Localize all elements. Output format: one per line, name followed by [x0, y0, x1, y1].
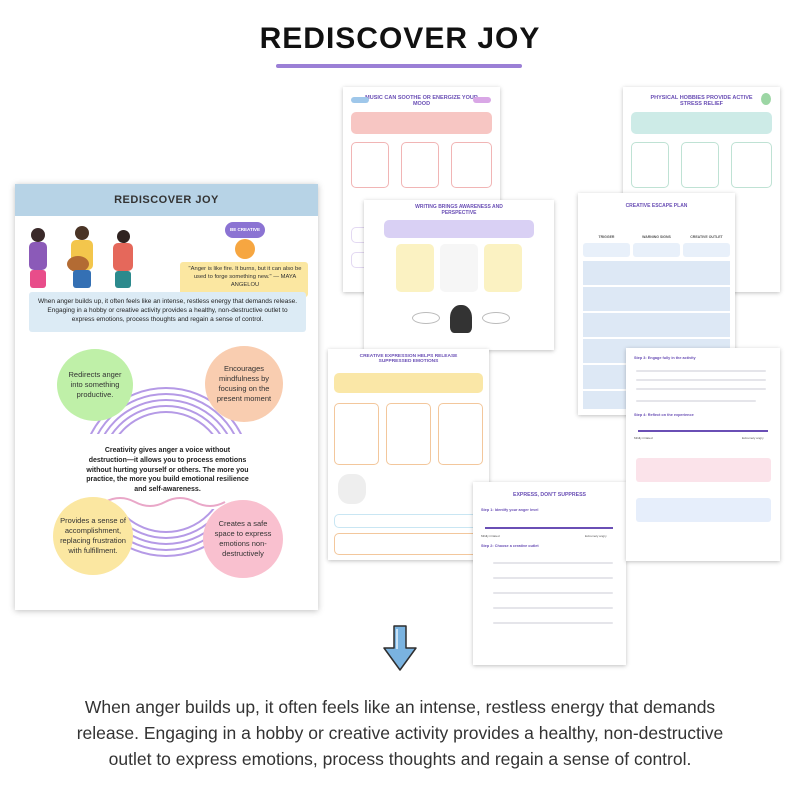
- page-heading: EXPRESS, DON'T SUPPRESS: [512, 492, 586, 498]
- page-heading: CREATIVE ESCAPE PLAN: [625, 203, 688, 209]
- option-line: [493, 622, 613, 624]
- info-card: [731, 142, 772, 188]
- text-line: [636, 400, 756, 402]
- quote-text: "Anger is like fire. It burns, but it ca…: [188, 266, 302, 288]
- page-title: REDISCOVER JOY: [259, 22, 541, 55]
- title-underline: [276, 64, 522, 68]
- step-heading: Step 3: Engage fully in the activity: [634, 356, 696, 360]
- info-card: [351, 112, 492, 134]
- preview-page-expression: CREATIVE EXPRESSION HELPS RELEASE SUPPRE…: [328, 349, 489, 560]
- quote-box: [180, 262, 308, 297]
- reflection-box: [636, 498, 771, 522]
- center-text: Creativity gives anger a voice without d…: [86, 447, 249, 494]
- be-creative-badge: [225, 222, 265, 238]
- preview-page-writing: WRITING BRINGS AWARENESS AND PERSPECTIVE: [364, 200, 554, 350]
- benefit-blob-productive: Redirects anger into something productiv…: [57, 349, 133, 421]
- info-card: [334, 373, 483, 393]
- option-line: [493, 577, 613, 579]
- person-icon: [29, 242, 47, 270]
- thought-bubble: [412, 312, 440, 324]
- plant-icon: [761, 93, 771, 105]
- guitar-icon: [67, 256, 89, 272]
- info-card: [334, 514, 483, 528]
- info-card: [631, 142, 669, 188]
- info-card: [386, 403, 431, 465]
- benefit-blob-accomplishment: Provides a sense of accomplishment, repl…: [53, 497, 133, 575]
- reflection-box: [636, 458, 771, 482]
- benefit-blob-mindfulness: Encourages mindfulness by focusing on th…: [205, 346, 283, 422]
- lightbulb-icon: [235, 239, 255, 259]
- keyboard-icon: [351, 97, 369, 103]
- table-header-warning: WARNING SIGNS: [642, 235, 671, 239]
- thought-bubble: [482, 312, 510, 324]
- option-line: [493, 592, 613, 594]
- keyboard-icon: [473, 97, 491, 103]
- preview-page-main: REDISCOVER JOY BE CREATIVE "Anger is lik…: [15, 184, 318, 610]
- intro-banner: [29, 292, 306, 332]
- page-heading: PHYSICAL HOBBIES PROVIDE ACTIVE STRESS R…: [650, 95, 753, 107]
- person-icon: [115, 271, 131, 288]
- anger-scale: [485, 527, 613, 529]
- info-card: [351, 142, 389, 188]
- info-card: [681, 142, 719, 188]
- person-icon: [31, 228, 45, 242]
- info-card: [396, 244, 434, 292]
- scale-label-right: Extremely angry: [742, 436, 764, 440]
- main-page-title: REDISCOVER JOY: [114, 194, 219, 206]
- option-line: [493, 562, 613, 564]
- person-icon: [117, 230, 130, 243]
- page-heading: WRITING BRINGS AWARENESS AND PERSPECTIVE: [415, 204, 503, 216]
- text-line: [636, 370, 766, 372]
- step-heading: Step 4: Reflect on the experience: [634, 413, 694, 417]
- scale-label-left: Mildly irritated: [634, 436, 653, 440]
- page-heading: CREATIVE EXPRESSION HELPS RELEASE SUPPRE…: [359, 354, 458, 364]
- option-line: [493, 607, 613, 609]
- artist-illustration: [338, 474, 366, 504]
- info-card: [334, 403, 379, 465]
- preview-page-steps: Step 3: Engage fully in the activity Ste…: [626, 348, 780, 561]
- table-header-outlet: CREATIVE OUTLET: [690, 235, 723, 239]
- info-card: [451, 142, 492, 188]
- scale-label-right: Extremely angry: [585, 534, 607, 538]
- info-card: [384, 220, 534, 238]
- arrow-down-icon: [383, 625, 417, 671]
- intro-text: When anger builds up, it often feels lik…: [37, 298, 298, 323]
- person-icon: [30, 270, 46, 288]
- step-heading: Step 2: Choose a creative outlet: [481, 544, 539, 548]
- concentric-arcs: [75, 387, 258, 557]
- be-creative-text: BE CREATIVE: [230, 227, 260, 232]
- person-icon: [113, 243, 133, 271]
- info-card: [440, 244, 478, 292]
- page-header-bar: [15, 184, 318, 216]
- step-heading: Step 1: Identify your anger level: [481, 508, 539, 512]
- table-cell: [583, 243, 630, 257]
- info-card: [631, 112, 772, 134]
- person-illustration: [450, 305, 472, 333]
- anger-scale: [638, 430, 768, 432]
- table-cell: [633, 243, 680, 257]
- info-card: [438, 403, 483, 465]
- info-card: [401, 142, 439, 188]
- page-heading: MUSIC CAN SOOTHE OR ENERGIZE YOUR MOOD: [365, 95, 478, 107]
- text-line: [636, 379, 766, 381]
- scale-label-left: Mildly irritated: [481, 534, 500, 538]
- benefit-blob-safe-space: Creates a safe space to express emotions…: [203, 500, 283, 578]
- band-illustration: [27, 224, 142, 290]
- person-icon: [73, 270, 91, 288]
- preview-page-express: EXPRESS, DON'T SUPPRESS Step 1: Identify…: [473, 482, 626, 665]
- table-cell: [683, 243, 730, 257]
- text-line: [636, 388, 766, 390]
- table-header-trigger: TRIGGER: [598, 235, 615, 239]
- info-card: [334, 533, 483, 555]
- caption-text: When anger builds up, it often feels lik…: [76, 697, 724, 769]
- person-icon: [75, 226, 89, 240]
- info-card: [484, 244, 522, 292]
